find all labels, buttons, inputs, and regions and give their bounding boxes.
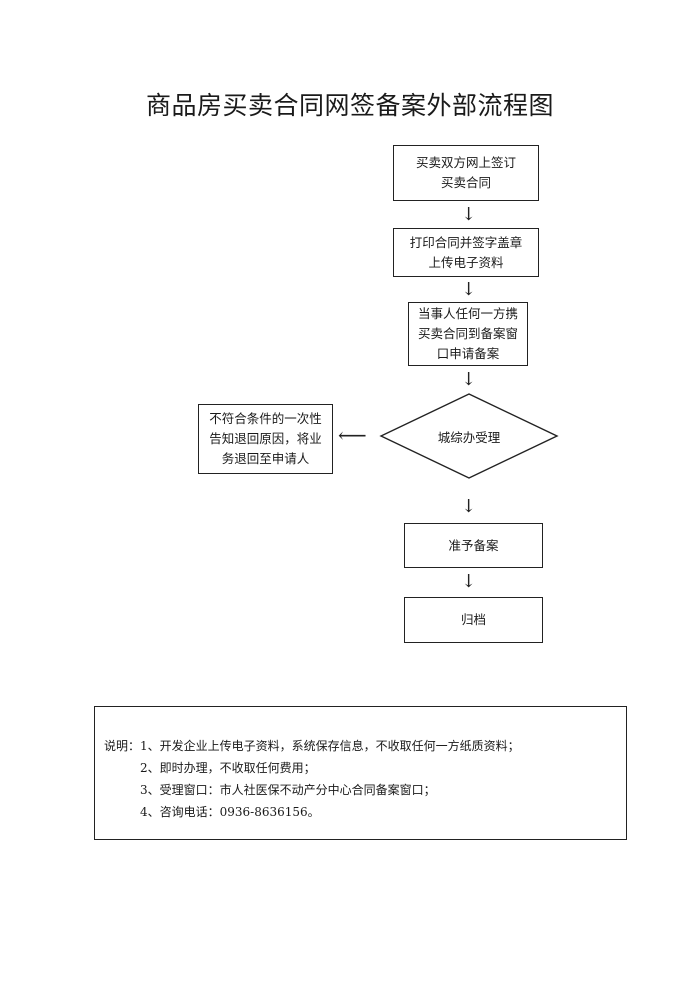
step-apply-filing: 当事人任何一方携 买卖合同到备案窗 口申请备案 xyxy=(408,302,528,366)
step-print-upload: 打印合同并签字盖章 上传电子资料 xyxy=(393,228,539,277)
note-line-1: 1、开发企业上传电子资料，系统保存信息，不收取任何一方纸质资料； xyxy=(140,739,520,753)
step-approve-filing: 准予备案 xyxy=(404,523,543,568)
arrow-left-icon: ⟵ xyxy=(338,423,367,447)
step-reject-notice-label: 不符合条件的一次性 告知退回原因，将业 务退回至申请人 xyxy=(209,411,322,466)
note-line-4: 4、咨询电话：0936-8636156。 xyxy=(140,805,320,819)
step-sign-contract-label: 买卖双方网上签订 买卖合同 xyxy=(415,155,516,190)
decision-label: 城综办受理 xyxy=(437,430,501,445)
decision-diamond xyxy=(379,393,559,479)
arrow-down-icon: ↓ xyxy=(461,279,477,300)
step-archive: 归档 xyxy=(404,597,543,643)
step-print-upload-label: 打印合同并签字盖章 上传电子资料 xyxy=(409,234,523,270)
step-apply-filing-label: 当事人任何一方携 买卖合同到备案窗 口申请备案 xyxy=(417,306,518,361)
arrow-down-icon: ↓ xyxy=(461,204,477,225)
note-line-3: 3、受理窗口：市人社医保不动产分中心合同备案窗口； xyxy=(140,783,436,797)
notes-box: 说明： 1、开发企业上传电子资料，系统保存信息，不收取任何一方纸质资料； 2、即… xyxy=(94,706,627,840)
note-line-2: 2、即时办理，不收取任何费用； xyxy=(140,761,316,775)
step-reject-notice: 不符合条件的一次性 告知退回原因，将业 务退回至申请人 xyxy=(198,404,333,474)
step-approve-filing-label: 准予备案 xyxy=(448,537,499,553)
arrow-down-icon: ↓ xyxy=(461,496,477,517)
arrow-down-icon: ↓ xyxy=(461,571,477,592)
page-title: 商品房买卖合同网签备案外部流程图 xyxy=(145,91,554,120)
step-sign-contract: 买卖双方网上签订 买卖合同 xyxy=(393,145,539,201)
arrow-down-icon: ↓ xyxy=(461,369,477,390)
step-archive-label: 归档 xyxy=(460,612,486,627)
notes-prefix: 说明： xyxy=(104,739,141,753)
